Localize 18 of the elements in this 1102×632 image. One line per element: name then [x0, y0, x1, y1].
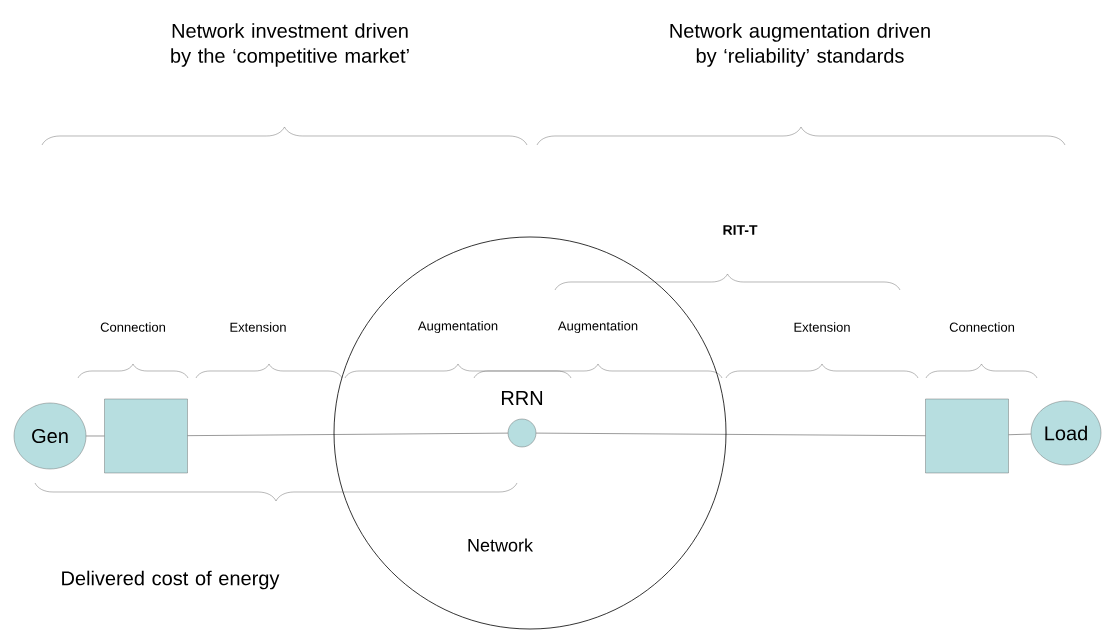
connector-line: [536, 432, 926, 436]
brace-label: Extension: [794, 322, 850, 332]
brace-label: Extension: [230, 322, 286, 332]
box: [925, 398, 1009, 474]
box: [104, 398, 188, 474]
heading: Network augmentation driven by ‘reliability’ standards: [670, 23, 930, 67]
connector-line: [1008, 433, 1032, 435]
node-label: RRN: [502, 391, 543, 405]
connector-line: [187, 432, 508, 436]
brace-label: Augmentation: [557, 320, 638, 334]
node-circle: [507, 418, 537, 448]
brace-label: Augmentation: [417, 320, 498, 334]
heading: Network investment driven by the ‘competitive market’: [171, 23, 409, 67]
brace-label: RIT-T: [723, 225, 758, 235]
caption-text: Delivered cost of energy: [62, 570, 280, 590]
brace-label: Connection: [949, 322, 1015, 332]
brace-label: Connection: [100, 322, 166, 332]
connector-line: [86, 435, 105, 437]
